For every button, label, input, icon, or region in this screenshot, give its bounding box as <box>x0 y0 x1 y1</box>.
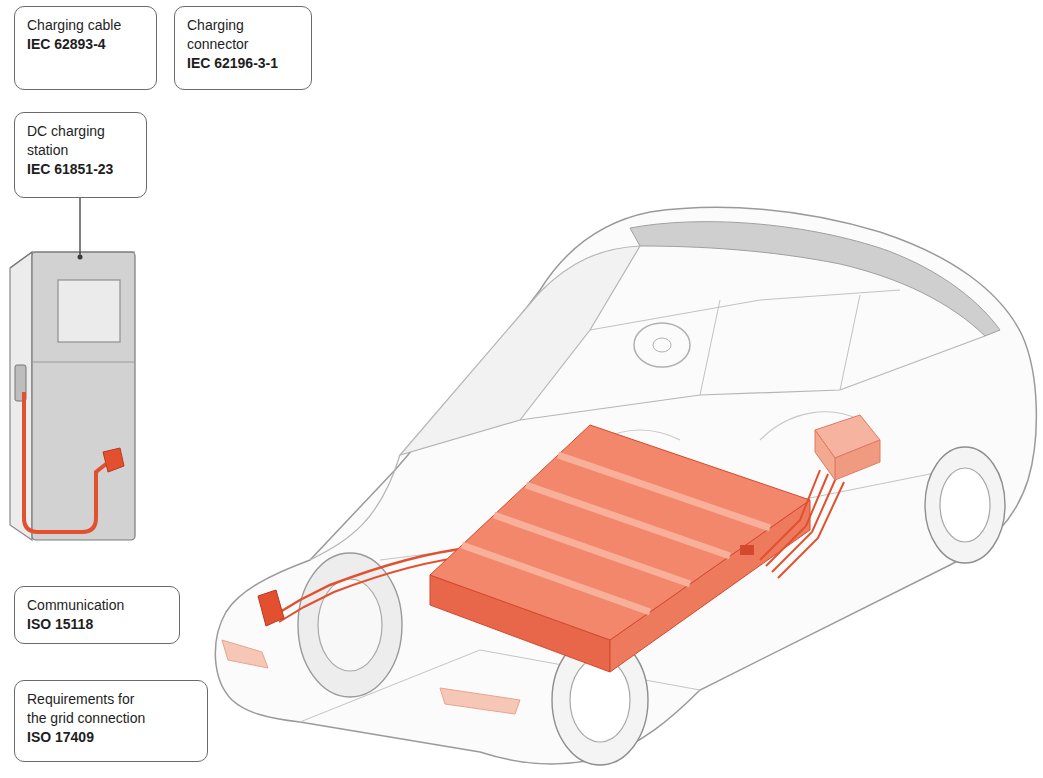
charging-station <box>10 252 135 540</box>
battery-pack-part <box>430 425 810 640</box>
standard-number: ISO 15118 <box>27 615 167 634</box>
standard-number: ISO 17409 <box>27 728 157 747</box>
battery-pack-part <box>815 430 835 480</box>
leader-line <box>78 198 83 260</box>
leader-line-part <box>79 198 80 256</box>
standard-box: Charging cableIEC 62893-4 <box>14 6 157 90</box>
box-heading: Charging cable <box>27 16 144 35</box>
charging-station-part <box>32 362 135 363</box>
standard-box: Requirements for the grid connectionISO … <box>14 680 208 762</box>
car-body <box>215 207 1036 764</box>
battery-pack-part <box>740 545 754 555</box>
battery-pack-part <box>258 590 284 626</box>
battery-pack-part <box>494 515 690 584</box>
charging-station-part <box>24 392 106 532</box>
car-body-part <box>222 640 268 668</box>
battery-pack-part <box>760 470 844 578</box>
car-body-part <box>700 295 860 395</box>
car-body-part <box>440 688 520 714</box>
standard-box: DC charging stationIEC 61851-23 <box>14 112 147 198</box>
wheels-part <box>318 579 382 671</box>
leader-line-part <box>78 255 83 260</box>
battery-pack-part <box>558 455 770 528</box>
standard-number: IEC 62893-4 <box>27 35 144 54</box>
charging-station-part <box>10 252 135 268</box>
battery-pack-part <box>835 440 880 480</box>
battery-pack-part <box>462 545 650 612</box>
standard-number: IEC 61851-23 <box>27 160 134 179</box>
wheels-part <box>570 658 630 742</box>
box-heading: Requirements for the grid connection <box>27 690 157 728</box>
car-body-part <box>310 455 400 560</box>
car-body-part <box>653 338 671 352</box>
car-body-part <box>634 323 690 367</box>
charging-station-part <box>103 448 124 472</box>
charging-station-part <box>32 252 135 540</box>
box-heading: Communication <box>27 596 167 615</box>
box-heading: DC charging station <box>27 122 134 160</box>
car-body-part <box>520 336 985 420</box>
battery-pack-part <box>526 485 730 556</box>
car-body-part <box>400 246 640 455</box>
car-body-part <box>630 222 1000 336</box>
standard-box: CommunicationISO 15118 <box>14 586 180 644</box>
standard-number: IEC 62196-3-1 <box>187 54 299 73</box>
charging-station-part <box>58 280 120 342</box>
car-body-part <box>215 207 1036 764</box>
charging-station-part <box>10 252 32 540</box>
box-heading: Charging connector <box>187 16 299 54</box>
battery-pack <box>258 415 880 672</box>
standard-box: Charging connectorIEC 62196-3-1 <box>174 6 312 90</box>
wheels-part <box>925 447 1005 563</box>
wheels-part <box>940 468 990 542</box>
